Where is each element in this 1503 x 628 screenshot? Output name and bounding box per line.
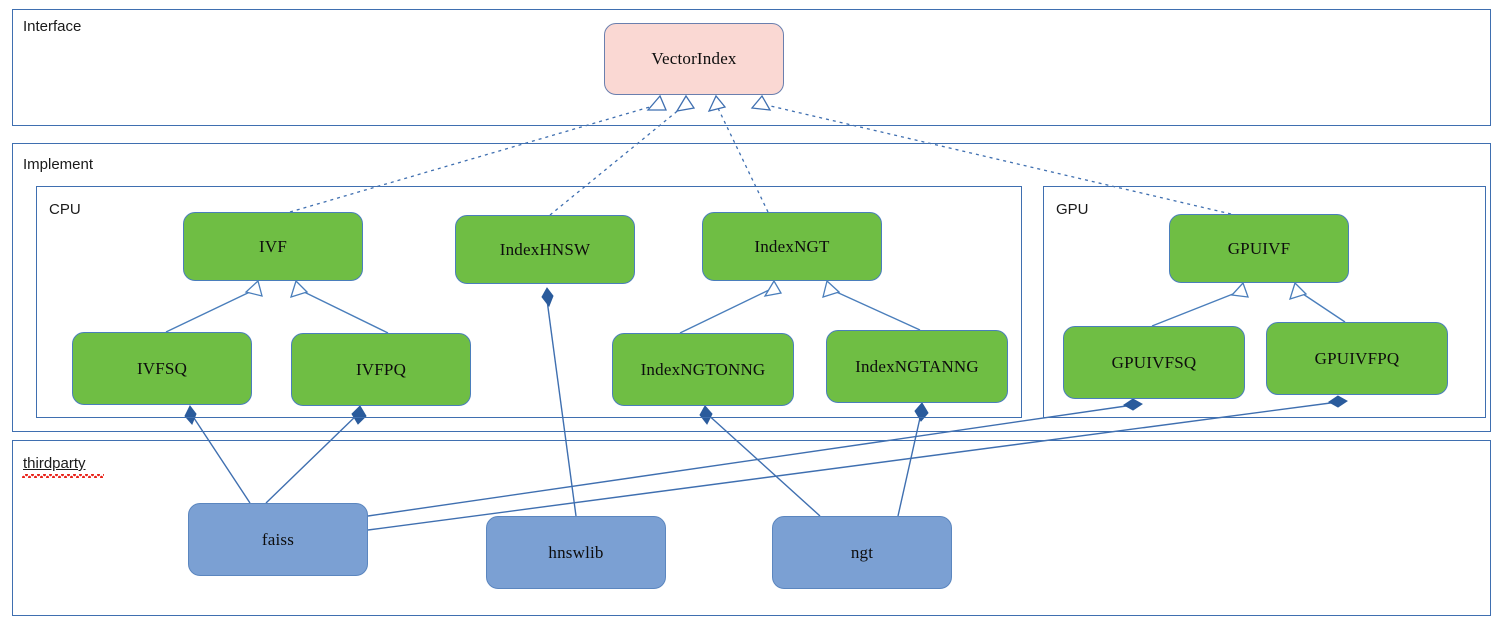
node-ivfpq[interactable]: IVFPQ: [291, 333, 471, 406]
container-label-implement: Implement: [23, 156, 94, 173]
node-faiss[interactable]: faiss: [188, 503, 368, 576]
node-ngt[interactable]: ngt: [772, 516, 952, 589]
node-ivf[interactable]: IVF: [183, 212, 363, 281]
node-indexngtanng[interactable]: IndexNGTANNG: [826, 330, 1008, 403]
node-gpuivf[interactable]: GPUIVF: [1169, 214, 1349, 283]
node-ivfsq[interactable]: IVFSQ: [72, 332, 252, 405]
node-indexngtonng[interactable]: IndexNGTONNG: [612, 333, 794, 406]
node-indexngt[interactable]: IndexNGT: [702, 212, 882, 281]
node-gpuivfsq[interactable]: GPUIVFSQ: [1063, 326, 1245, 399]
node-hnswlib[interactable]: hnswlib: [486, 516, 666, 589]
container-label-interface: Interface: [23, 18, 82, 35]
node-indexhnsw[interactable]: IndexHNSW: [455, 215, 635, 284]
spellcheck-squiggle-icon: [22, 474, 104, 478]
container-label-cpu: CPU: [49, 201, 81, 218]
container-label-gpu: GPU: [1056, 201, 1089, 218]
container-label-thirdparty: thirdparty: [23, 455, 86, 472]
node-gpuivfpq[interactable]: GPUIVFPQ: [1266, 322, 1448, 395]
node-vectorindex[interactable]: VectorIndex: [604, 23, 784, 95]
